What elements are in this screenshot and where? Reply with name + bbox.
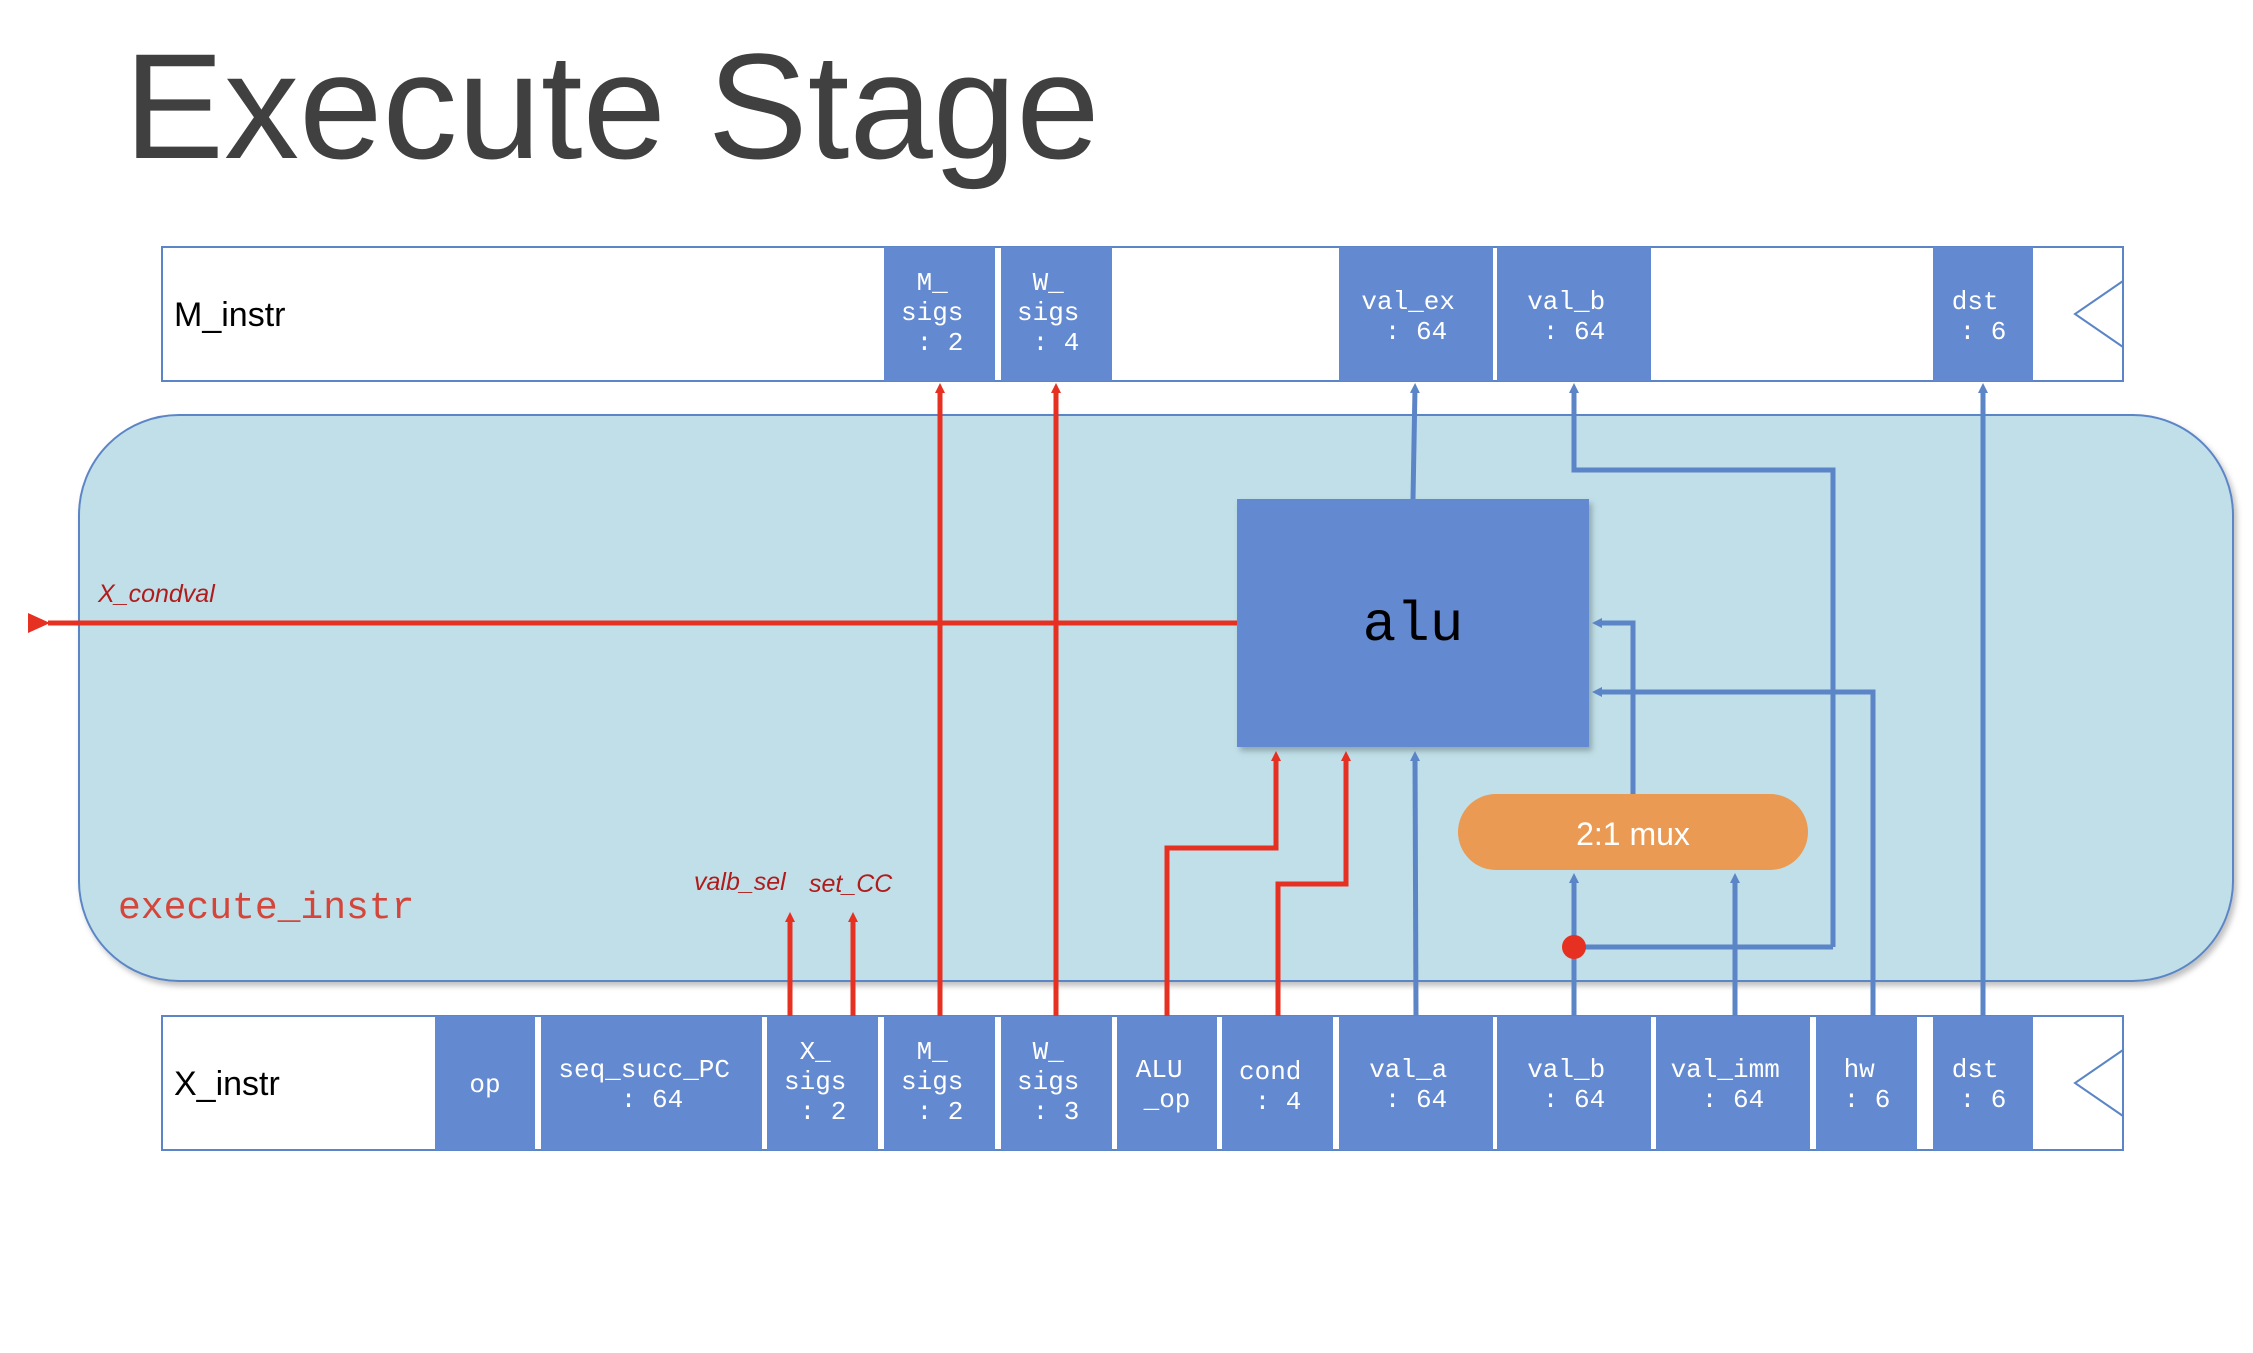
- x-instr-field: val_b : 64: [1497, 1016, 1651, 1150]
- m-instr-field: W_ sigs : 4: [1001, 247, 1112, 381]
- x-instr-field: val_a : 64: [1339, 1016, 1493, 1150]
- x-instr-field: M_ sigs : 2: [884, 1016, 995, 1150]
- x-instr-field: X_ sigs : 2: [767, 1016, 878, 1150]
- x-instr-field: W_ sigs : 3: [1001, 1016, 1112, 1150]
- alu-block: [1237, 499, 1589, 747]
- val-b-passthrough-wire: [1569, 383, 1836, 947]
- svg-text:W_ sigs : 4: W_ sigs : 4: [1017, 268, 1095, 358]
- svg-text:cond : 4: cond : 4: [1239, 1057, 1317, 1117]
- svg-text:dst : 6: dst : 6: [1952, 287, 2014, 347]
- svg-text:W_ sigs : 3: W_ sigs : 3: [1017, 1037, 1095, 1127]
- m-instr-field: dst : 6: [1933, 247, 2033, 381]
- x-instr-field: ALU _op: [1117, 1016, 1217, 1150]
- svg-text:X_ sigs : 2: X_ sigs : 2: [784, 1037, 862, 1127]
- svg-text:dst : 6: dst : 6: [1952, 1055, 2014, 1115]
- m-instr-field: val_ex : 64: [1339, 247, 1493, 381]
- x-condval-label: X_condval: [97, 580, 216, 608]
- val-a-wire: [1410, 751, 1421, 1017]
- x-instr-field: val_imm : 64: [1656, 1016, 1810, 1150]
- x-instr-clock-icon: [2073, 1049, 2124, 1117]
- svg-text:val_ex : 64: val_ex : 64: [1361, 287, 1470, 347]
- valb-sel-label: valb_sel: [694, 868, 787, 896]
- cond-wire: [1275, 751, 1351, 1016]
- svg-text:val_a : 64: val_a : 64: [1369, 1055, 1463, 1115]
- svg-text:val_imm : 64: val_imm : 64: [1671, 1055, 1796, 1115]
- mux-block: [1458, 794, 1808, 870]
- x-instr-field: op: [435, 1016, 535, 1150]
- svg-text:val_b : 64: val_b : 64: [1527, 1055, 1621, 1115]
- m-instr-label: M_instr: [174, 296, 285, 334]
- m-instr-clock-icon: [2073, 280, 2124, 348]
- mux-out-wire: [1592, 618, 1636, 794]
- junction-dot: [1562, 935, 1586, 959]
- svg-text:M_ sigs : 2: M_ sigs : 2: [901, 268, 979, 358]
- x-instr-field: dst : 6: [1933, 1016, 2033, 1150]
- x-instr-field: hw : 6: [1816, 1016, 1917, 1150]
- set-cc-label: set_CC: [809, 870, 893, 898]
- alu-op-wire: [1164, 751, 1281, 1016]
- hw-wire: [1592, 687, 1876, 1016]
- svg-text:val_b : 64: val_b : 64: [1527, 287, 1621, 347]
- x-instr-field: seq_succ_PC : 64: [541, 1016, 762, 1150]
- mux-label: 2:1 mux: [1576, 816, 1690, 852]
- svg-text:op: op: [469, 1070, 500, 1100]
- svg-text:ALU _op: ALU _op: [1136, 1055, 1198, 1115]
- x-instr-field: cond : 4: [1222, 1016, 1333, 1150]
- m-instr-register: [161, 246, 2124, 382]
- svg-text:hw : 6: hw : 6: [1844, 1055, 1891, 1115]
- m-instr-field: val_b : 64: [1497, 247, 1651, 381]
- execute-stage-label: execute_instr: [118, 887, 414, 930]
- svg-text:M_ sigs : 2: M_ sigs : 2: [901, 1037, 979, 1127]
- x-instr-label: X_instr: [174, 1065, 280, 1103]
- alu-label: alu: [1363, 593, 1464, 657]
- svg-text:seq_succ_PC : 64: seq_succ_PC : 64: [558, 1055, 745, 1115]
- alu-result-wire: [1409, 383, 1420, 500]
- page-title: Execute Stage: [124, 22, 1100, 190]
- m-instr-field: M_ sigs : 2: [884, 247, 995, 381]
